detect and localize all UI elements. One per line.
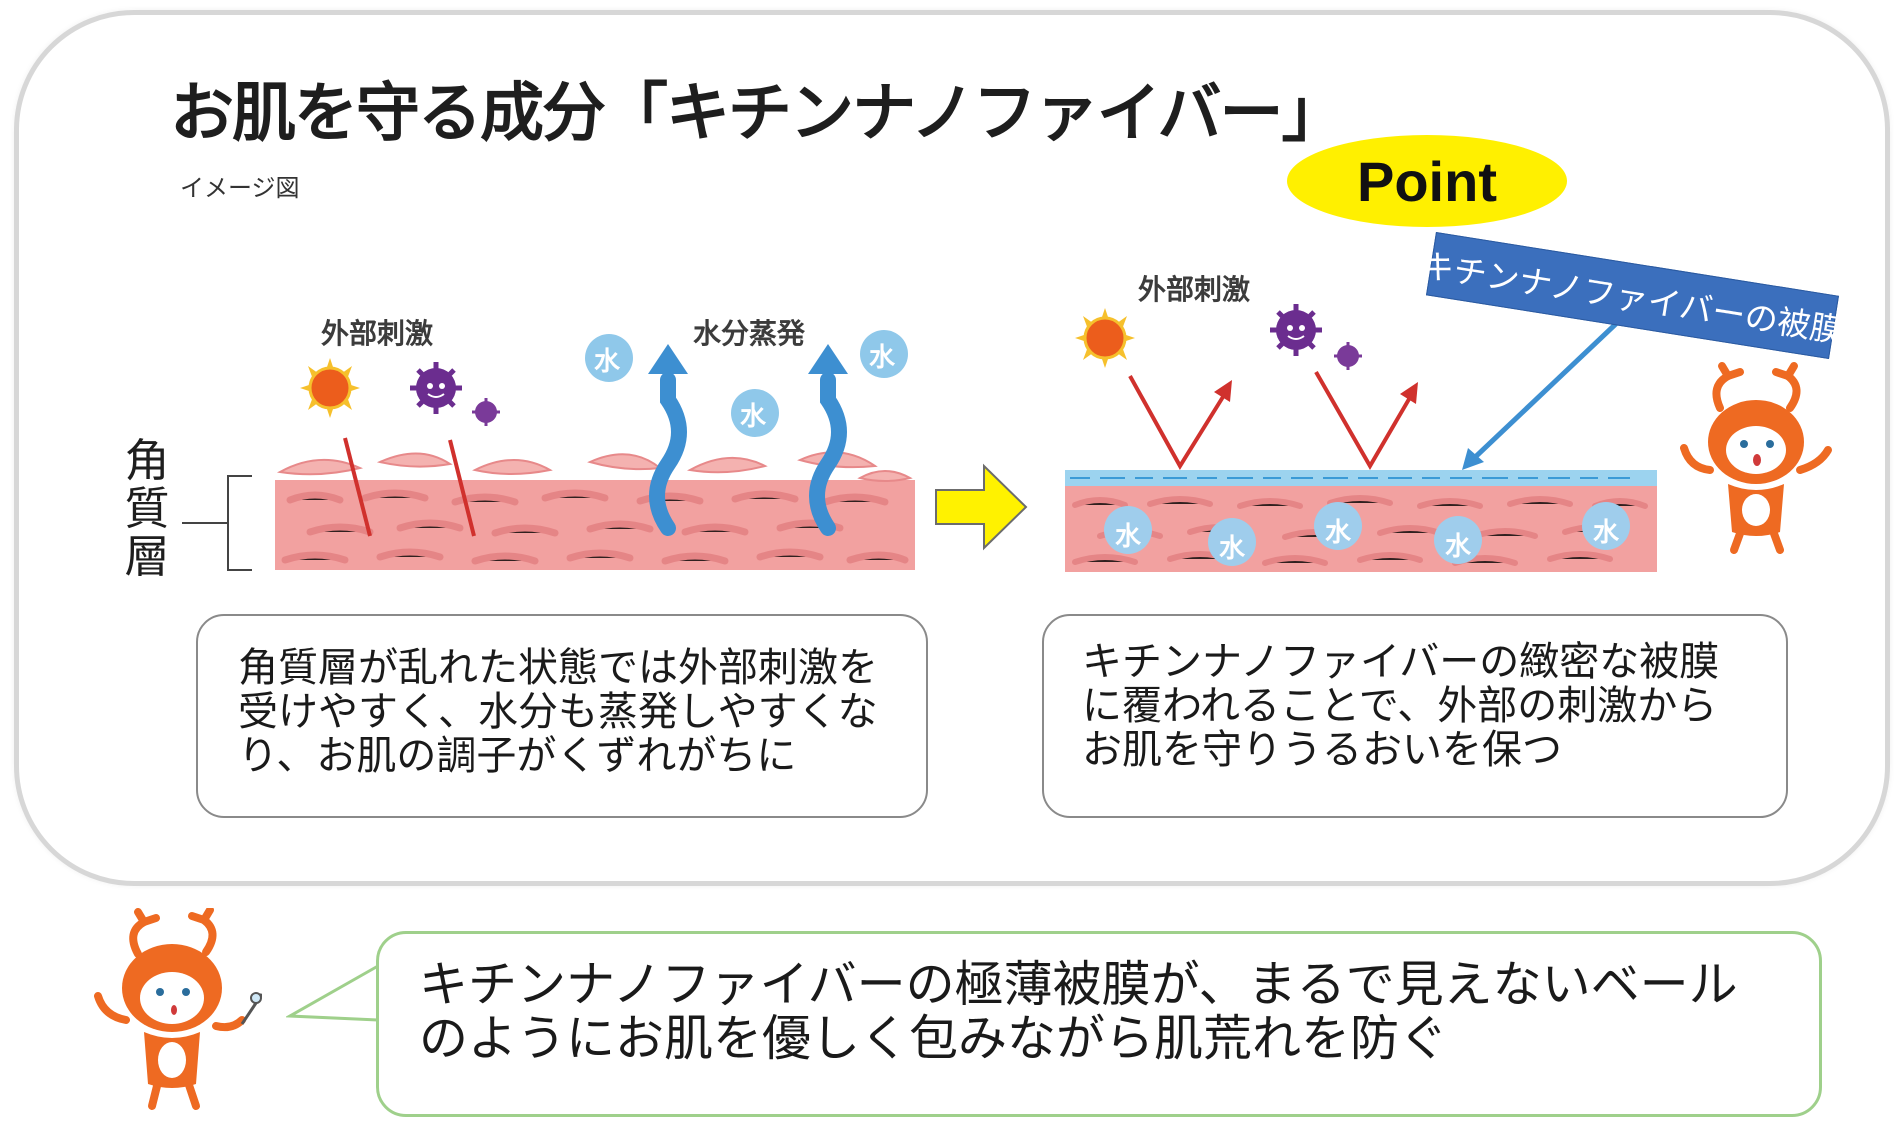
text-line: に覆われることで、外部の刺激から	[1082, 683, 1718, 729]
point-badge: Point	[1287, 135, 1567, 227]
water-label: 水	[1593, 518, 1620, 548]
damaged-skin-diagram	[275, 330, 915, 570]
water-drop-icon	[1104, 502, 1630, 566]
text-line: のようにお肌を優しく包みながら肌荒れを防ぐ	[419, 1010, 1449, 1067]
water-label: 水	[1445, 532, 1472, 562]
water-label: 水	[1219, 534, 1246, 564]
right-arrow-icon	[935, 463, 1028, 551]
small-germ-icon	[1334, 342, 1362, 370]
text-line: キチンナノファイバーの極薄被膜が、まるで見えないベール	[419, 956, 1738, 1013]
speech-tail	[286, 964, 379, 1022]
evaporation-label: 水分蒸発	[693, 317, 806, 350]
text-line: キチンナノファイバーの緻密な被膜	[1082, 639, 1720, 685]
crab-mascot-icon	[1680, 362, 1832, 554]
germ-icon	[410, 362, 462, 414]
small-germ-icon	[472, 398, 500, 426]
protected-skin-diagram	[1065, 304, 1657, 572]
germ-icon	[1270, 304, 1322, 356]
water-label: 水	[740, 402, 767, 432]
text-line: 角質層が乱れた状態では外部刺激を	[238, 645, 878, 691]
external-stimulus-label-left: 外部刺激	[321, 317, 434, 350]
speech-tail-mask	[280, 968, 304, 1018]
external-stimulus-label-right: 外部刺激	[1138, 273, 1251, 306]
summary-speech-bubble: キチンナノファイバーの極薄被膜が、まるで見えないベール のようにお肌を優しく包み…	[376, 931, 1822, 1117]
page-title: お肌を守る成分「キチンナノファイバー」	[170, 77, 1346, 151]
stratum-corneum-label: 角質層	[124, 434, 170, 583]
text-line: り、お肌の調子がくずれがちに	[238, 733, 797, 779]
water-label: 水	[1115, 522, 1142, 552]
right-explanation-box: キチンナノファイバーの緻密な被膜 に覆われることで、外部の刺激から お肌を守りう…	[1042, 614, 1788, 818]
water-label: 水	[594, 347, 621, 377]
sun-icon	[1075, 308, 1135, 368]
sun-icon	[300, 358, 360, 418]
image-caption: イメージ図	[180, 174, 300, 202]
water-label: 水	[869, 343, 896, 373]
water-label: 水	[1325, 518, 1352, 548]
text-line: お肌を守りうるおいを保つ	[1082, 727, 1562, 773]
left-explanation-box: 角質層が乱れた状態では外部刺激を 受けやすく、水分も蒸発しやすくな り、お肌の調…	[196, 614, 928, 818]
crab-mascot-icon	[94, 908, 262, 1110]
water-drop-icon	[585, 330, 908, 437]
text-line: 受けやすく、水分も蒸発しやすくな	[238, 689, 878, 735]
